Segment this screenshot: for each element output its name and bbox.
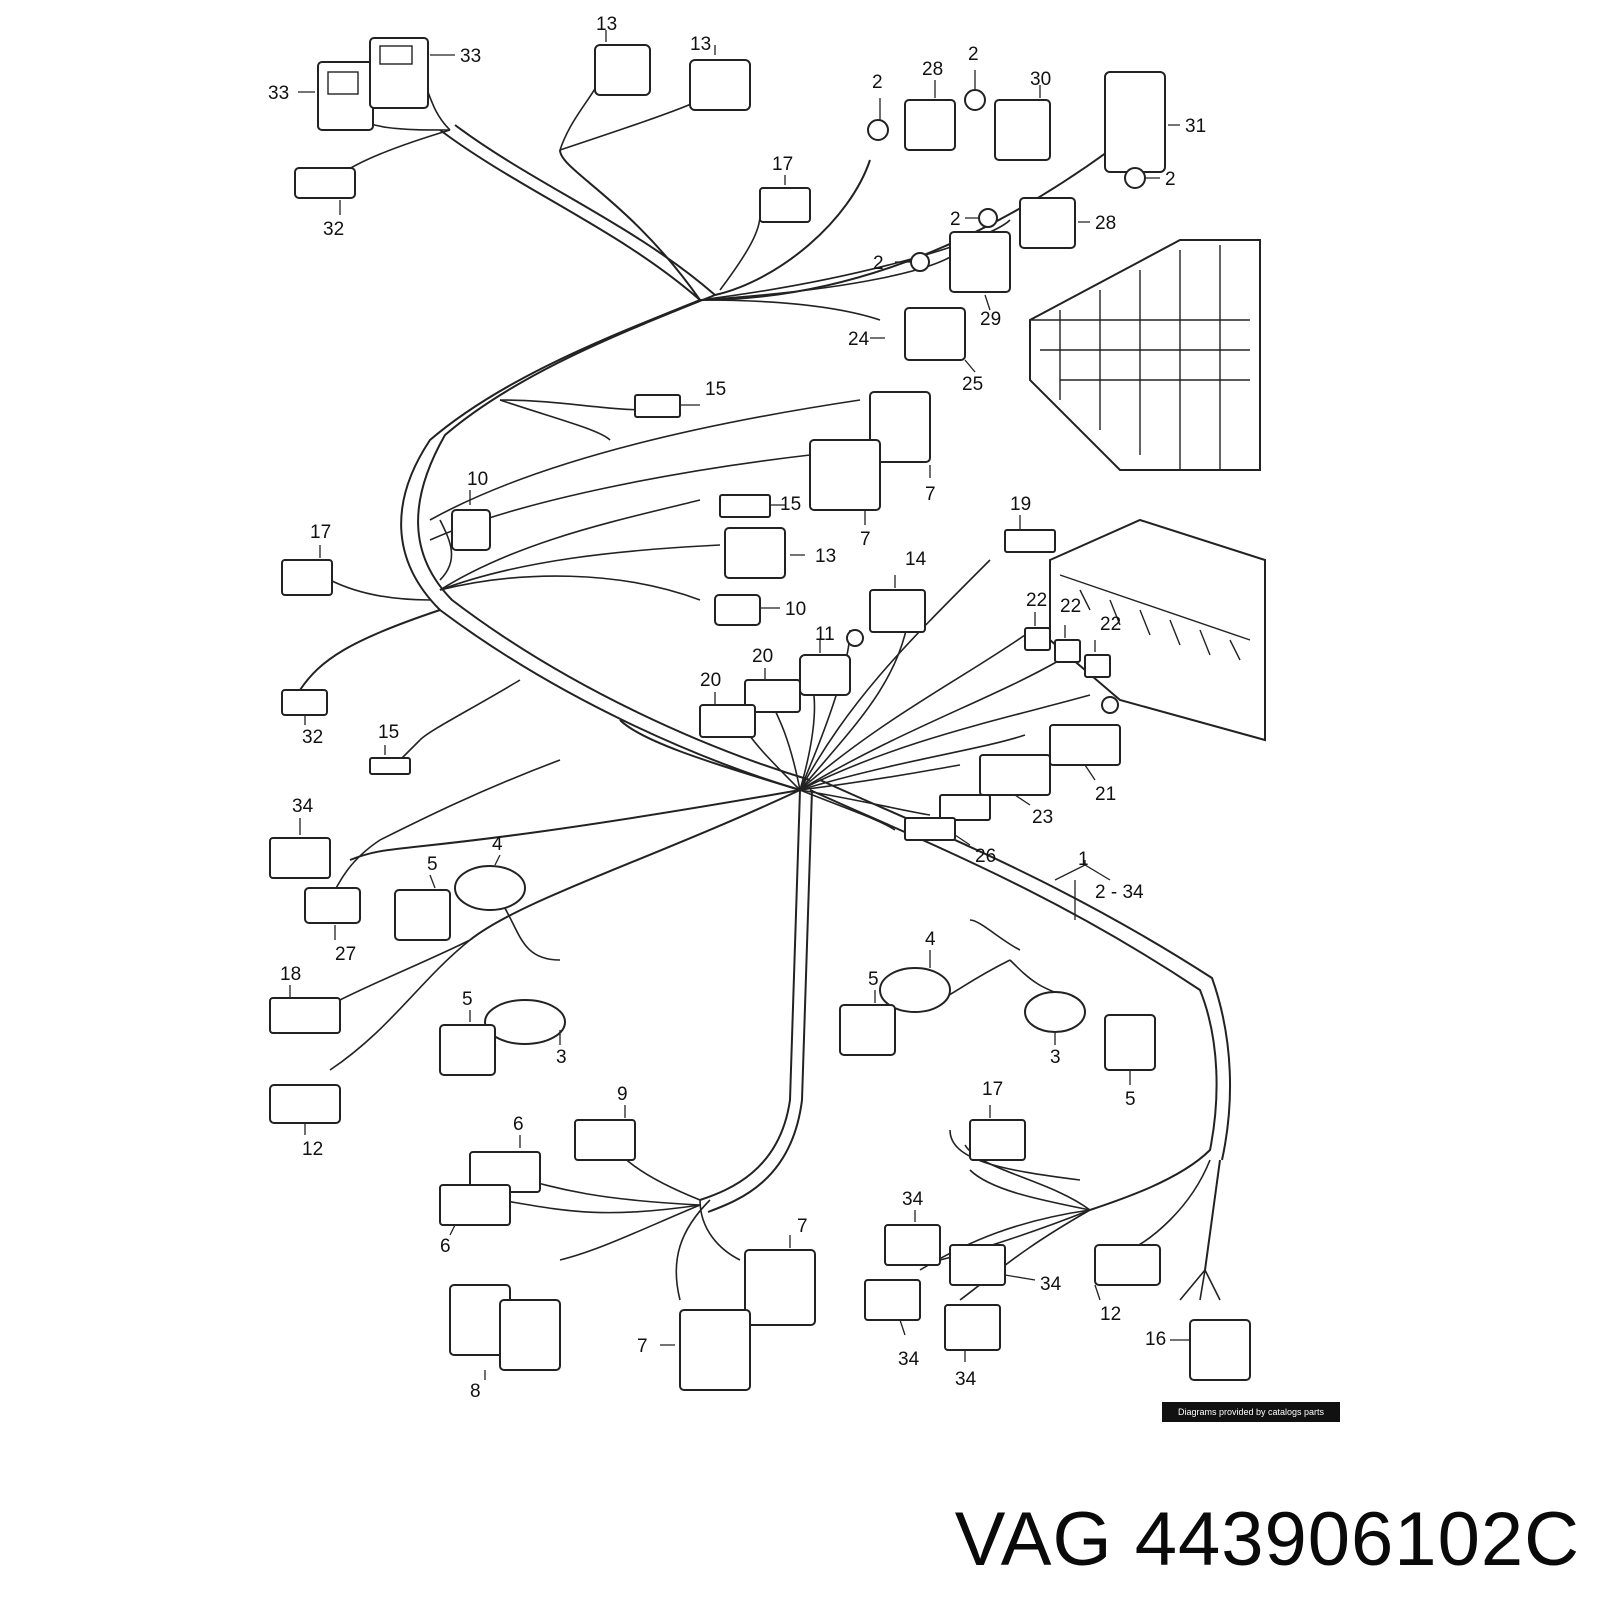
part-number: 443906102C [1134, 1497, 1580, 1582]
callout: 5 [427, 854, 438, 875]
assembly-callout: 1 [1078, 849, 1089, 870]
callout: 2 [873, 253, 884, 274]
callout: 19 [1010, 494, 1031, 515]
callout: 2 [968, 44, 979, 65]
callout: 7 [925, 484, 936, 505]
callout: 12 [1100, 1304, 1121, 1325]
callout: 7 [637, 1336, 648, 1357]
callout: 14 [905, 549, 927, 570]
callout: 22 [1100, 614, 1121, 635]
callout: 10 [467, 469, 488, 490]
callout: 34 [292, 796, 314, 817]
callout: 7 [797, 1216, 808, 1237]
credit-badge: Diagrams provided by catalogs parts [1162, 1402, 1340, 1422]
part-number-title: VAG 443906102C [880, 1490, 1580, 1590]
callout: 33 [460, 46, 481, 67]
callout: 34 [898, 1349, 920, 1370]
assembly-range: 2 - 34 [1095, 882, 1144, 903]
relay-carrier-housing [1049, 518, 1266, 742]
callout: 13 [690, 34, 711, 55]
callout: 3 [556, 1047, 567, 1068]
callout: 24 [848, 329, 870, 350]
brand: VAG [954, 1497, 1113, 1582]
callout: 6 [513, 1114, 524, 1135]
callout: 3 [1050, 1047, 1061, 1068]
callout: 8 [470, 1381, 481, 1402]
leader-lines [289, 30, 1190, 1380]
callout: 5 [868, 969, 879, 990]
callout: 13 [815, 546, 836, 567]
callout: 20 [752, 646, 773, 667]
callout: 26 [975, 846, 996, 867]
callout: 5 [462, 989, 473, 1010]
callout: 29 [980, 309, 1001, 330]
control-unit-housing [1029, 239, 1261, 471]
callout: 15 [780, 494, 801, 515]
callout: 28 [922, 59, 943, 80]
callout: 20 [700, 670, 721, 691]
callout: 15 [705, 379, 726, 400]
callout: 13 [596, 14, 617, 35]
callout: 32 [302, 727, 323, 748]
callout: 10 [785, 599, 806, 620]
main-harness-trunks [299, 124, 1232, 1271]
callout: 11 [815, 624, 835, 645]
callout: 7 [860, 529, 871, 550]
callout: 32 [323, 219, 344, 240]
callout: 4 [492, 834, 503, 855]
callout: 22 [1026, 590, 1047, 611]
callout: 2 [1165, 169, 1176, 190]
callout: 6 [440, 1236, 451, 1257]
callout: 2 [872, 72, 883, 93]
callout: 34 [955, 1369, 977, 1390]
callout: 23 [1032, 807, 1053, 828]
callout: 34 [1040, 1274, 1062, 1295]
callout: 28 [1095, 213, 1116, 234]
callout-numbers: 33 33 13 13 2 28 2 30 31 2 32 17 2 28 2 … [268, 14, 1206, 1402]
callout: 2 [950, 209, 961, 230]
callout: 18 [280, 964, 301, 985]
connectors [269, 37, 1251, 1391]
callout: 4 [925, 929, 936, 950]
callout: 9 [617, 1084, 628, 1105]
callout: 27 [335, 944, 356, 965]
callout: 16 [1145, 1329, 1166, 1350]
callout: 17 [772, 154, 793, 175]
callout: 31 [1185, 116, 1206, 137]
callout: 5 [1125, 1089, 1136, 1110]
callout: 34 [902, 1189, 924, 1210]
callout: 21 [1095, 784, 1116, 805]
callout: 33 [268, 83, 289, 104]
callout: 30 [1030, 69, 1051, 90]
callout: 17 [310, 522, 331, 543]
callout: 25 [962, 374, 983, 395]
callout: 22 [1060, 596, 1081, 617]
callout: 15 [378, 722, 399, 743]
callout: 12 [302, 1139, 323, 1160]
callout: 17 [982, 1079, 1003, 1100]
